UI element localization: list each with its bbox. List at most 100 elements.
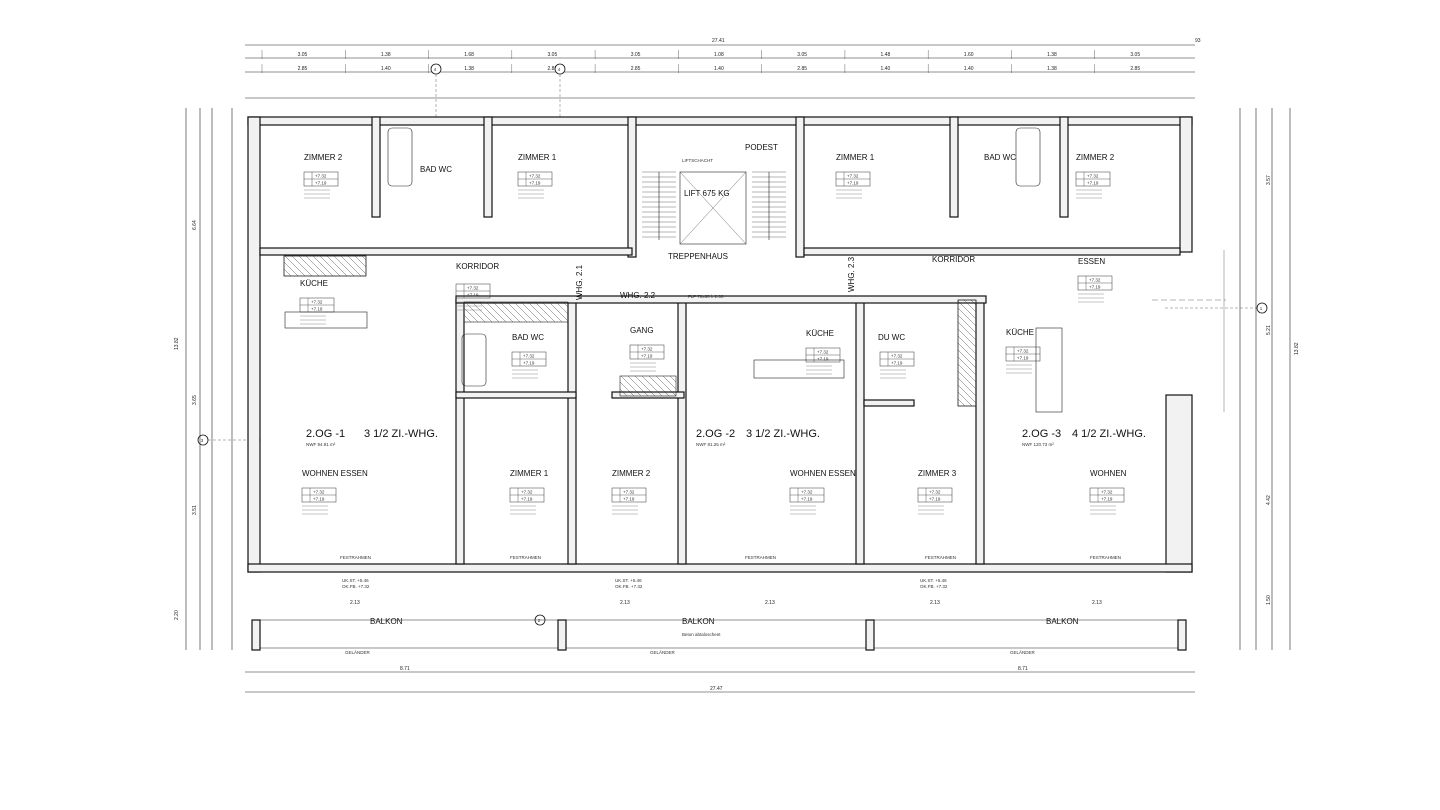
grid-marker-top-b: 4 — [554, 63, 566, 120]
room-essen: ESSEN — [1078, 257, 1105, 266]
room-table-value-top: +7.32 — [801, 490, 813, 495]
room-table-value-bottom: +7.19 — [929, 497, 941, 502]
room-wohnen-essen-mid: WOHNEN ESSEN — [790, 469, 856, 478]
room-table-value-top: +7.32 — [1017, 349, 1029, 354]
room-table-value-top: +7.32 — [311, 300, 323, 305]
room-table-value-bottom: +7.19 — [891, 361, 903, 366]
room-treppenhaus: TREPPENHAUS — [668, 252, 728, 261]
room-zimmer1-right: ZIMMER 1 — [836, 153, 875, 162]
fixtures — [283, 127, 1226, 413]
room-wohnen-right: WOHNEN — [1090, 469, 1127, 478]
room-labels: ZIMMER 2 BAD WC ZIMMER 1 PODEST LIFT 675… — [300, 143, 1127, 626]
unit-3-id: 2.OG -3 — [1022, 428, 1061, 440]
room-table-value-bottom: +7.19 — [529, 181, 541, 186]
room-zimmer1-top: ZIMMER 1 — [518, 153, 557, 162]
unit-2-nwf: NWF 81.25 m² — [696, 442, 726, 447]
room-table-value-bottom: +7.19 — [523, 361, 535, 366]
room-korridor-left: KORRIDOR — [456, 262, 499, 271]
room-table-value-top: +7.32 — [1089, 278, 1101, 283]
dim-toprow2-0: 2.85 — [298, 66, 308, 72]
room-balkon-right: BALKON — [1046, 617, 1079, 626]
bottom-dimension-chains: 8.71 8.71 27.47 — [245, 666, 1195, 693]
room-table-value-top: +7.32 — [529, 174, 541, 179]
grid-marker-right: 1 — [1165, 302, 1268, 314]
dim-toprow2-6: 2.85 — [797, 66, 807, 72]
lift-note: LIFTSCHACHT — [682, 158, 713, 163]
dim-toprow-4: 3.05 — [631, 52, 641, 58]
right-dim-3: 4.42 — [1266, 495, 1272, 505]
room-zimmer2-right: ZIMMER 2 — [1076, 153, 1115, 162]
room-table-value-top: +7.32 — [817, 350, 829, 355]
dim-toprow2-7: 1.40 — [881, 66, 891, 72]
bottom-half-left: 8.71 — [400, 666, 410, 672]
railing-label-2: GELÄNDER — [650, 649, 676, 655]
unit-1-id: 2.OG -1 — [306, 428, 345, 440]
balkon-depth-2: 2.13 — [765, 600, 775, 606]
room-badwc-mid: BAD WC — [512, 333, 544, 342]
dim-toprow-1: 1.38 — [381, 52, 391, 58]
right-dim-2: 5.21 — [1266, 325, 1272, 335]
left-dim-4: 2.20 — [174, 610, 180, 620]
room-table-value-top: +7.32 — [523, 354, 535, 359]
unit-2-type: 3 1/2 ZI.-WHG. — [746, 428, 820, 440]
room-kueche-left: KÜCHE — [300, 279, 328, 288]
balkon-depth-1: 2.13 — [620, 600, 630, 606]
unit-1-type: 3 1/2 ZI.-WHG. — [364, 428, 438, 440]
dim-toprow2-3: 2.85 — [548, 66, 558, 72]
right-total-dimension: 13.82 — [1294, 342, 1300, 355]
room-zimmer2-left: ZIMMER 2 — [304, 153, 343, 162]
level-ok-1: OK.FB. +7.32 — [342, 584, 370, 589]
room-kueche-right: KÜCHE — [1006, 328, 1034, 337]
dim-toprow-8: 1.60 — [964, 52, 974, 58]
level-ok-3: OK.FB. +7.32 — [920, 584, 948, 589]
hatched-block-0 — [463, 301, 569, 323]
room-whg21: WHG. 2.1 — [575, 264, 584, 300]
right-dimension-chains: 13.82 3.57 5.21 4.42 1.50 — [1239, 108, 1300, 650]
level-uk-1: UK.ST. +5.46 — [342, 578, 369, 583]
bathtub-left — [387, 127, 413, 187]
frame-label-2: FESTRAHMEN — [510, 555, 541, 560]
bottom-half-right: 8.71 — [1018, 666, 1028, 672]
unit-2-id: 2.OG -2 — [696, 428, 735, 440]
room-table-value-top: +7.32 — [929, 490, 941, 495]
stair-note: FLP 78x60 h 2.00 — [688, 294, 724, 299]
bathtub-mid — [461, 333, 487, 387]
kitchen-counter-right — [957, 299, 977, 407]
room-table-value-top: +7.32 — [315, 174, 327, 179]
room-table-value-bottom: +7.19 — [623, 497, 635, 502]
room-gang: GANG — [630, 326, 654, 335]
svg-text:3: 3 — [201, 438, 204, 443]
dim-toprow-2: 1.68 — [464, 52, 474, 58]
room-table-value-bottom: +7.19 — [1017, 356, 1029, 361]
unit-3-nwf: NWF 120.73 m² — [1022, 442, 1054, 447]
dim-toprow2-8: 1.40 — [964, 66, 974, 72]
room-zimmer3: ZIMMER 3 — [918, 469, 957, 478]
kitchen-island-mid — [753, 359, 845, 379]
dim-toprow-0: 3.05 — [298, 52, 308, 58]
room-table-value-top: +7.32 — [1101, 490, 1113, 495]
room-table-value-bottom: +7.19 — [1087, 181, 1099, 186]
dim-toprow2-5: 1.40 — [714, 66, 724, 72]
balkon-depth-3: 2.13 — [930, 600, 940, 606]
room-balkon-left: BALKON — [370, 617, 403, 626]
room-podest: PODEST — [745, 143, 778, 152]
room-table-value-bottom: +7.19 — [641, 354, 653, 359]
frame-label-5: FESTRAHMEN — [1090, 555, 1121, 560]
room-korridor-right: KORRIDOR — [932, 255, 975, 264]
room-wohnen-essen-left: WOHNEN ESSEN — [302, 469, 368, 478]
dim-toprow-10: 3.05 — [1130, 52, 1140, 58]
room-table-value-bottom: +7.19 — [847, 181, 859, 186]
unit-1-nwf: NWF 94.91 m² — [306, 442, 336, 447]
room-table-value-bottom: +7.19 — [311, 307, 323, 312]
balcony-zone: GELÄNDER GELÄNDER GELÄNDER FESTRAHMEN FE… — [251, 555, 1187, 655]
frame-label-1: FESTRAHMEN — [340, 555, 371, 560]
frame-label-4: FESTRAHMEN — [925, 555, 956, 560]
kitchen-counter-left — [283, 255, 367, 277]
grid-marker-top-a: 4 — [430, 63, 442, 120]
room-table-value-bottom: +7.19 — [1089, 285, 1101, 290]
left-total-dimension: 13.82 — [174, 337, 180, 350]
unit-3-type: 4 1/2 ZI.-WHG. — [1072, 428, 1146, 440]
room-lift: LIFT 675 KG — [684, 189, 730, 198]
room-table-value-bottom: +7.19 — [315, 181, 327, 186]
